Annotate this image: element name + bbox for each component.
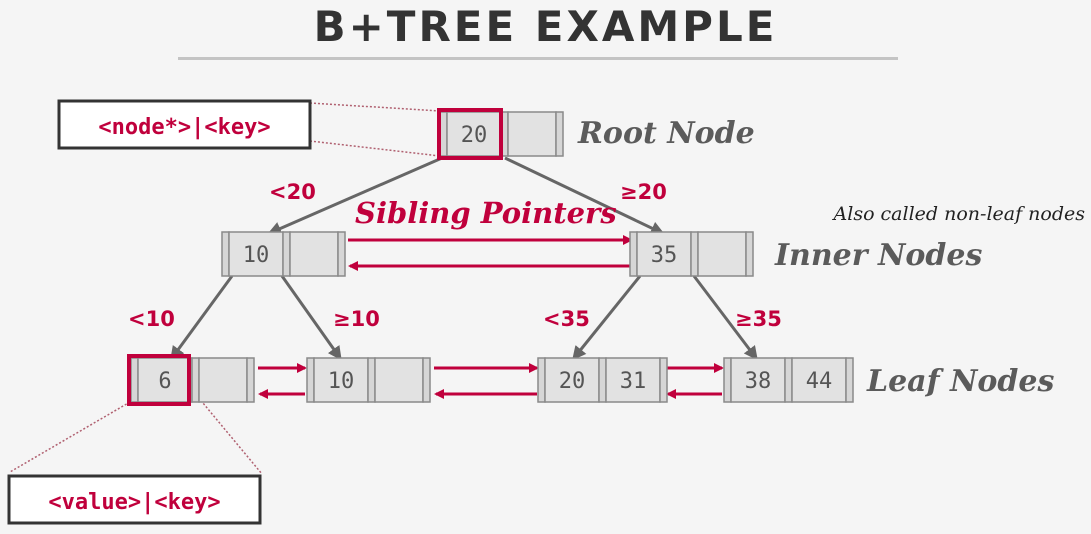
pointer-cell: [555, 111, 564, 157]
node-key-text: 20: [559, 369, 586, 394]
node-key-text: 10: [328, 369, 355, 394]
edge-root-to-inner-right: [504, 156, 665, 235]
edge-label-inner-right-right: ≥35: [735, 307, 782, 331]
pointer-cell: [337, 231, 346, 277]
sibling-pointers: [258, 235, 724, 399]
callout-node-key-text: <node*>|<key>: [98, 115, 270, 140]
pointer-cell: [130, 357, 139, 403]
edge-label-root-right: ≥20: [620, 180, 667, 204]
pointer-cell: [246, 357, 255, 403]
label-leaf-nodes: Leaf Nodes: [866, 364, 1054, 399]
root-key-highlight: [437, 108, 503, 160]
empty-key-cell: [507, 111, 557, 157]
edge-label-root-left: <20: [269, 180, 316, 204]
edge-label-inner-right-left: <35: [543, 307, 590, 331]
pointer-cell: [537, 357, 546, 403]
key-cell: [137, 357, 193, 403]
pointer-cell: [845, 357, 854, 403]
pointer-cell: [221, 231, 230, 277]
key-cell: [228, 231, 284, 277]
empty-key-cell: [374, 357, 424, 403]
page-title: B+TREE EXAMPLE: [313, 2, 778, 51]
label-inner-nodes: Inner Nodes: [774, 238, 982, 273]
callout-value-key: <value>|<key>: [7, 474, 262, 525]
edge-inner-right-to-leaf-4: [692, 275, 758, 361]
empty-key-cell: [198, 357, 248, 403]
node-root: 20: [439, 111, 564, 157]
pointer-cell: [367, 357, 376, 403]
edge-inner-left-to-leaf-2: [280, 275, 342, 361]
pointer-cell: [784, 357, 793, 403]
label-non-leaf-note: Also called non-leaf nodes: [832, 203, 1086, 225]
edge-label-inner-left-left: <10: [128, 307, 175, 331]
edge-inner-right-to-leaf-3: [572, 275, 642, 361]
tree-edges: [170, 156, 758, 361]
empty-key-cell: [289, 231, 339, 277]
pointer-cell: [659, 357, 668, 403]
pointer-cell: [422, 357, 431, 403]
callout-connector-top: [309, 102, 441, 157]
pointer-cell: [191, 357, 200, 403]
node-inner-right: 35: [629, 231, 754, 277]
node-key-text: 35: [651, 243, 678, 268]
edge-root-to-inner-left: [267, 156, 443, 236]
node-leaf-1: 6: [130, 357, 255, 403]
pointer-cell: [745, 231, 754, 277]
leaf-key-highlight: [127, 354, 191, 406]
callout-node-key: <node*>|<key>: [57, 99, 312, 150]
node-inner-left: 10: [221, 231, 346, 277]
callout-connector-bottom: [9, 384, 263, 475]
title-divider: [178, 57, 898, 60]
pointer-cell: [282, 231, 291, 277]
node-key-text: 44: [806, 369, 833, 394]
node-key-text: 20: [461, 123, 488, 148]
edge-inner-left-to-leaf-1: [170, 275, 234, 361]
node-leaf-2: 10: [306, 357, 431, 403]
key-cell: [313, 357, 369, 403]
pointer-cell: [629, 231, 638, 277]
callout-value-key-text: <value>|<key>: [48, 490, 220, 515]
key-cell: [730, 357, 786, 403]
label-root-node: Root Node: [577, 116, 755, 151]
pointer-cell: [690, 231, 699, 277]
pointer-cell: [439, 111, 448, 157]
node-key-text: 38: [745, 369, 772, 394]
label-sibling-pointers: Sibling Pointers: [355, 196, 617, 230]
key-cell: [544, 357, 600, 403]
pointer-cell: [306, 357, 315, 403]
node-key-text: 6: [158, 369, 171, 394]
pointer-cell: [598, 357, 607, 403]
edge-label-inner-left-right: ≥10: [333, 307, 380, 331]
node-leaf-4: 38 44: [723, 357, 854, 403]
node-key-text: 31: [620, 369, 647, 394]
empty-key-cell: [697, 231, 747, 277]
pointer-cell: [723, 357, 732, 403]
node-key-text: 10: [243, 243, 270, 268]
